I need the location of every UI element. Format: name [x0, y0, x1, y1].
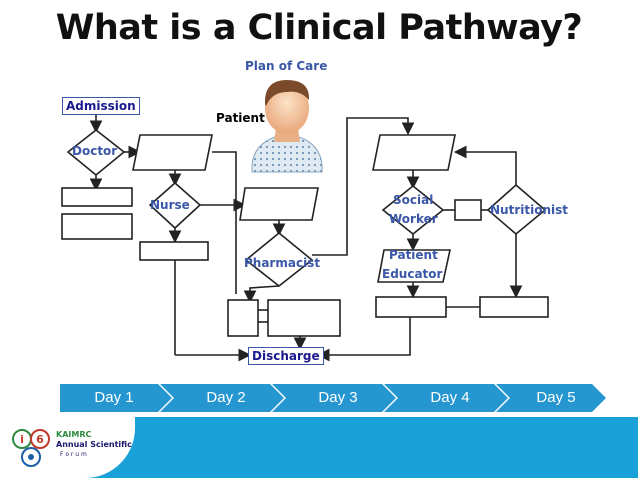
process-box	[375, 296, 447, 318]
process-box	[267, 299, 341, 337]
discharge-node: Discharge	[248, 347, 324, 365]
day-4-chevron	[384, 384, 508, 412]
pharmacist-label: Pharmacist	[244, 256, 321, 270]
svg-text:i: i	[20, 433, 24, 446]
plan-of-care-label: Plan of Care	[245, 59, 328, 73]
input-parallelogram	[372, 134, 456, 171]
process-box	[139, 241, 209, 261]
patient-label: Patient	[216, 111, 265, 125]
process-box	[479, 296, 549, 318]
day-2-label: Day 2	[206, 389, 246, 406]
logo-line-3: F o r u m	[60, 451, 87, 458]
svg-text:6: 6	[36, 433, 44, 446]
kaimrc-logo-icon: i 6	[12, 429, 50, 467]
day-5-label: Day 5	[536, 389, 576, 406]
nurse-label: Nurse	[150, 198, 190, 212]
doctor-label: Doctor	[72, 144, 118, 158]
social-worker-label-2: Worker	[389, 212, 438, 226]
input-parallelogram	[132, 134, 213, 171]
day-4-label: Day 4	[430, 389, 470, 406]
day-2-chevron	[160, 384, 284, 412]
process-box	[454, 199, 482, 221]
day-1-chevron	[60, 384, 172, 412]
day-3-label: Day 3	[318, 389, 358, 406]
process-box	[61, 187, 133, 207]
process-box	[227, 299, 259, 337]
logo-line-1: KAIMRC	[56, 430, 92, 439]
day-3-chevron	[272, 384, 396, 412]
patient-educator-label-1: Patient	[389, 248, 438, 262]
logo-line-2: Annual Scientific	[56, 440, 132, 449]
admission-node: Admission	[62, 97, 140, 115]
nutritionist-label: Nutritionist	[490, 203, 568, 217]
flowchart-diagram	[61, 80, 549, 362]
slide-title: What is a Clinical Pathway?	[55, 8, 583, 48]
patient-icon	[251, 80, 323, 173]
social-worker-label-1: Social	[393, 193, 434, 207]
day-1-label: Day 1	[94, 389, 134, 406]
timeline-bar	[60, 384, 606, 412]
process-box	[61, 213, 133, 240]
educator-parallelogram	[377, 249, 451, 283]
day-5-chevron	[496, 384, 606, 412]
input-parallelogram	[239, 187, 319, 221]
kaimrc-logo: i 6 KAIMRC Annual Scientific F o r u m	[0, 417, 135, 478]
patient-educator-label-2: Educator	[382, 267, 443, 281]
